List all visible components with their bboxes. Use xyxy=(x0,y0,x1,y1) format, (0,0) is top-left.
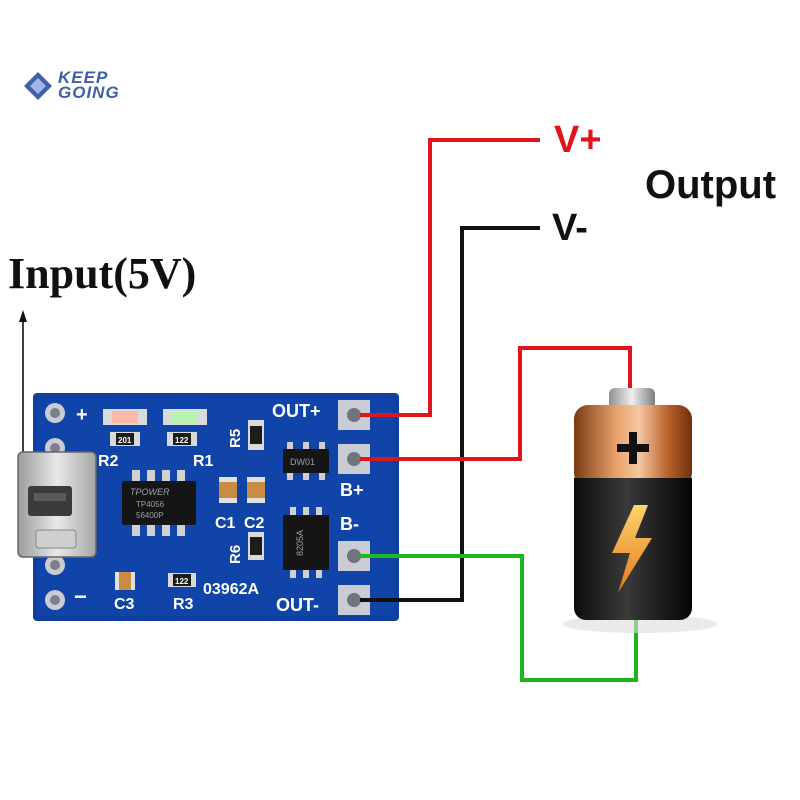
output-label: Output xyxy=(645,163,776,207)
resistor-r2: 201 xyxy=(110,432,140,446)
brand-logo: KEEP GOING xyxy=(24,68,120,102)
tp4056-ic: TPOWER TP4056 56400P xyxy=(122,470,196,536)
wire-out-plus-to-vplus xyxy=(360,138,540,417)
logo-icon xyxy=(24,72,52,100)
wires xyxy=(360,138,638,682)
v-minus-label: V- xyxy=(552,207,588,249)
resistor-r1: 122 xyxy=(167,432,197,446)
board-minus-sign: − xyxy=(74,584,87,609)
capacitors-c1-c2 xyxy=(219,477,265,503)
status-leds xyxy=(103,409,207,425)
v-plus-label: V+ xyxy=(554,119,602,161)
board-plus-sign: + xyxy=(76,404,88,426)
ref-r6: R6 xyxy=(227,545,244,564)
dw01-text: DW01 xyxy=(290,457,315,467)
resistor-r6 xyxy=(248,532,264,560)
capacitor-c3 xyxy=(115,572,135,590)
charger-board: + − 201 122 R2 R1 TPOWER TP4056 56400P xyxy=(17,393,399,621)
pin-label-b-minus: B- xyxy=(340,514,359,534)
pin-label-out-minus: OUT- xyxy=(276,595,319,615)
pin-label-out-plus: OUT+ xyxy=(272,401,321,421)
ic-batch-text: 56400P xyxy=(136,511,164,520)
ref-r2: R2 xyxy=(98,453,119,470)
mosfet-text: 8205A xyxy=(295,530,305,556)
ref-r1: R1 xyxy=(193,453,214,470)
wire-bplus-to-battery xyxy=(360,346,632,461)
dw01-ic: DW01 xyxy=(283,442,329,480)
ref-c1: C1 xyxy=(215,515,236,532)
ic-brand-text: TPOWER xyxy=(130,487,170,497)
wire-out-minus-to-vminus xyxy=(360,226,540,602)
r3-code: 122 xyxy=(175,577,189,586)
ic-model-text: TP4056 xyxy=(136,500,165,509)
pin-label-b-plus: B+ xyxy=(340,480,364,500)
r1-code: 122 xyxy=(175,436,189,445)
battery-plus-icon xyxy=(617,432,649,464)
micro-usb-port xyxy=(17,451,97,558)
input-arrow xyxy=(19,310,27,462)
logo-text-line2: GOING xyxy=(58,83,120,102)
ref-r3: R3 xyxy=(173,596,194,613)
r2-code: 201 xyxy=(118,436,132,445)
board-model-text: 03962A xyxy=(203,581,259,598)
battery xyxy=(562,388,718,633)
wire-bminus-to-battery xyxy=(360,554,638,682)
lightning-bolt-icon xyxy=(612,505,652,593)
input-label: Input(5V) xyxy=(8,249,196,298)
ref-c2: C2 xyxy=(244,515,265,532)
ref-r5: R5 xyxy=(227,429,244,448)
mosfet-8205a: 8205A xyxy=(283,507,329,578)
ref-c3: C3 xyxy=(114,596,135,613)
logo-text-line1: KEEP xyxy=(58,68,108,87)
resistor-r3: 122 xyxy=(168,573,196,587)
resistor-r5 xyxy=(248,420,264,450)
